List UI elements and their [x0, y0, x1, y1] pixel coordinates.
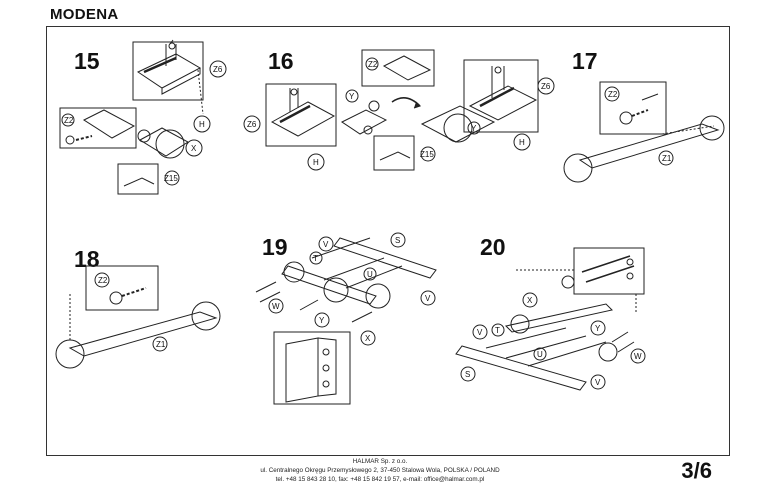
svg-text:H: H — [313, 158, 319, 167]
svg-text:T: T — [495, 326, 500, 335]
step-15-detail-box — [132, 41, 204, 101]
step-number-18: 18 — [74, 246, 100, 272]
svg-text:W: W — [634, 352, 642, 361]
svg-text:X: X — [365, 334, 371, 343]
step-20-detail-box — [573, 247, 645, 295]
svg-text:T: T — [313, 254, 318, 263]
label-circle-h — [193, 115, 211, 133]
assembly-drawings: H Z6 Z2 X Z15 Z6 — [55, 39, 725, 405]
svg-text:S: S — [465, 370, 470, 379]
svg-text:V: V — [595, 378, 601, 387]
svg-text:Y: Y — [471, 124, 477, 133]
step-20-drawing: X Y V T U S V W — [455, 247, 646, 391]
step-16-detail-box — [265, 83, 337, 147]
svg-text:Z1: Z1 — [156, 340, 166, 349]
svg-text:U: U — [537, 350, 543, 359]
svg-text:X: X — [527, 296, 533, 305]
instruction-frame — [46, 26, 730, 456]
step-18-drawing: Z2 Z1 — [55, 265, 221, 369]
step-number-19: 19 — [262, 234, 288, 260]
step-19-detail-box — [273, 331, 351, 405]
step-16-drawing: Z6 H Z2 Y Z15 Z6 — [243, 49, 555, 171]
step-15-left-box — [59, 107, 137, 149]
svg-text:V: V — [323, 240, 329, 249]
step-number-17: 17 — [572, 48, 598, 74]
svg-text:V: V — [425, 294, 431, 303]
document-title: MODENA — [50, 6, 119, 23]
svg-text:Z15: Z15 — [420, 150, 434, 159]
step-15-drawing: H Z6 Z2 X Z15 — [59, 39, 227, 195]
svg-text:Y: Y — [319, 316, 325, 325]
svg-text:Z2: Z2 — [608, 90, 618, 99]
svg-text:W: W — [272, 302, 280, 311]
svg-text:Z6: Z6 — [541, 82, 551, 91]
svg-text:Z1: Z1 — [662, 154, 672, 163]
step-17-drawing: Z2 Z1 — [563, 81, 725, 183]
footer-company: HALMAR Sp. z o.o. — [352, 458, 408, 465]
step-16-result-box — [463, 59, 539, 133]
svg-text:Z6: Z6 — [213, 65, 223, 74]
svg-text:H: H — [519, 138, 525, 147]
step-number-16: 16 — [268, 48, 294, 74]
svg-text:Z6: Z6 — [247, 120, 257, 129]
svg-text:S: S — [395, 236, 400, 245]
footer-address: ul. Centralnego Okręgu Przemysłowego 2, … — [260, 467, 500, 474]
svg-text:U: U — [367, 270, 373, 279]
step-number-20: 20 — [480, 234, 506, 260]
svg-text:Y: Y — [349, 92, 355, 101]
svg-text:Z2: Z2 — [368, 60, 378, 69]
label-h: H — [199, 120, 205, 129]
page-number: 3/6 — [681, 458, 712, 483]
svg-text:X: X — [191, 144, 197, 153]
footer-contact: tel. +48 15 843 28 10, fax: +48 15 842 1… — [275, 476, 485, 483]
svg-text:Y: Y — [595, 324, 601, 333]
svg-text:Z15: Z15 — [164, 174, 178, 183]
svg-text:V: V — [477, 328, 483, 337]
step-number-15: 15 — [74, 48, 100, 74]
step-19-drawing: V T U S V W Y X — [255, 232, 437, 405]
svg-text:Z2: Z2 — [64, 116, 74, 125]
svg-text:Z2: Z2 — [98, 276, 108, 285]
